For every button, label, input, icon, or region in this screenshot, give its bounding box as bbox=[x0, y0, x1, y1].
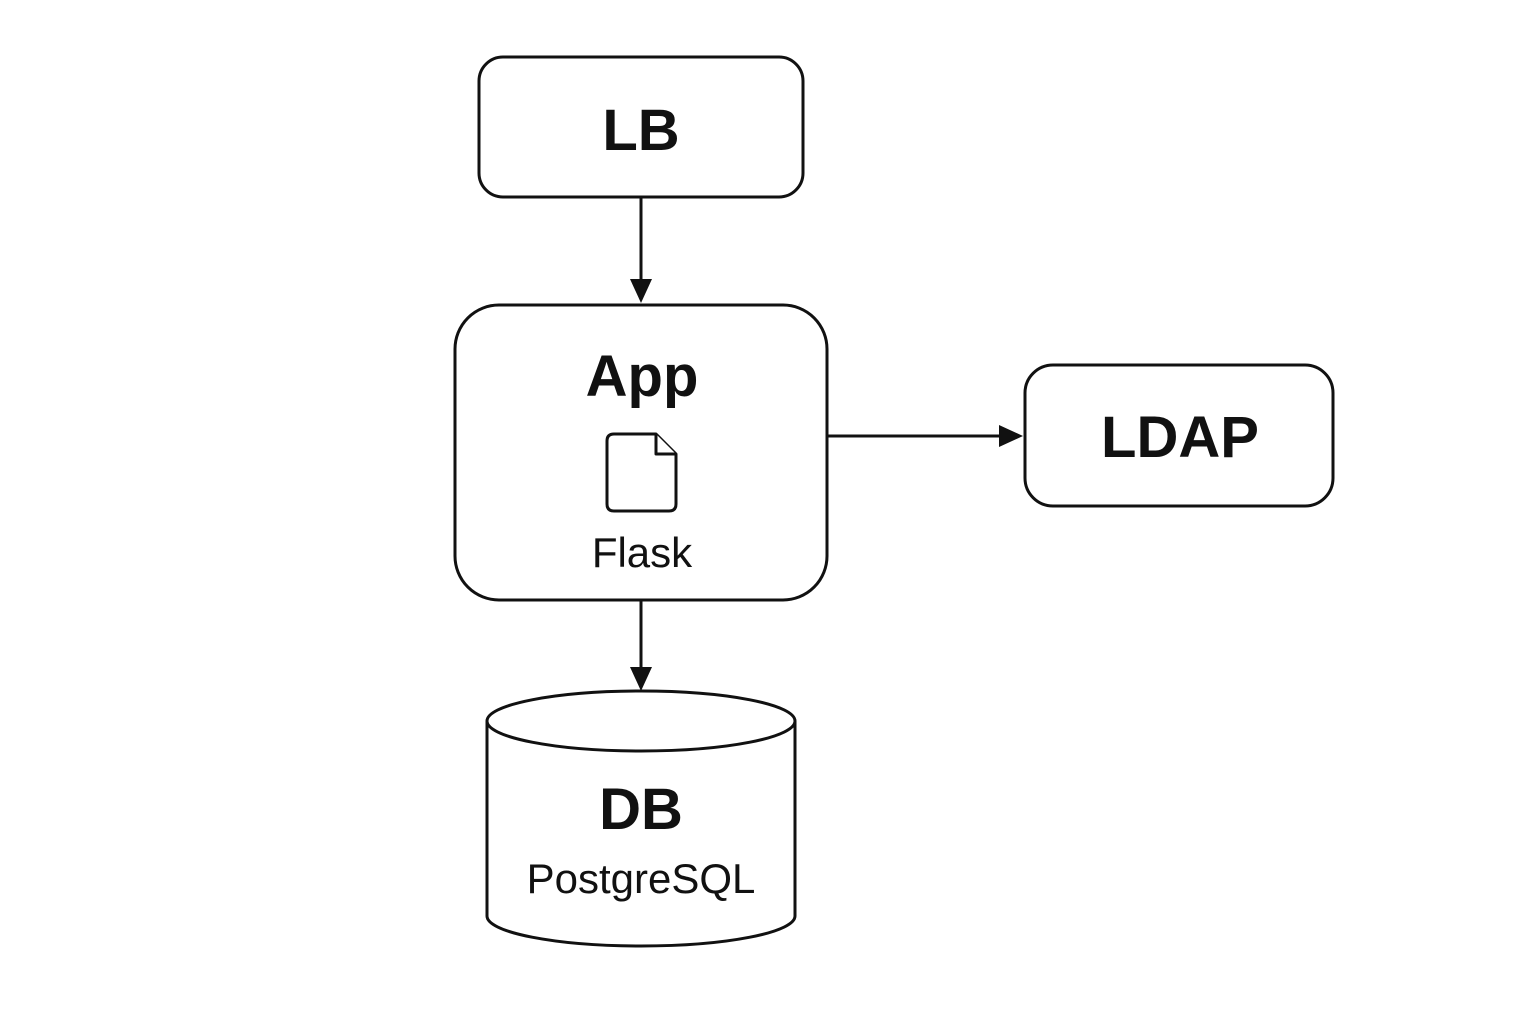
db-sublabel: PostgreSQL bbox=[527, 855, 756, 902]
node-app[interactable]: App Flask bbox=[453, 303, 829, 602]
file-icon bbox=[605, 432, 678, 513]
edge-app-to-ldap bbox=[828, 425, 1023, 447]
db-cylinder-top bbox=[485, 689, 797, 753]
node-ldap[interactable]: LDAP bbox=[1023, 363, 1335, 508]
edge-lb-to-app bbox=[630, 198, 652, 303]
ldap-label: LDAP bbox=[1101, 405, 1259, 470]
app-label: App bbox=[586, 344, 699, 409]
edge-app-to-db bbox=[630, 601, 652, 691]
node-lb[interactable]: LB bbox=[477, 55, 805, 199]
db-label: DB bbox=[599, 777, 683, 842]
app-sublabel: Flask bbox=[592, 529, 693, 576]
ldap-box bbox=[1023, 363, 1335, 508]
lb-box bbox=[477, 55, 805, 199]
db-cylinder bbox=[485, 721, 797, 948]
node-db[interactable]: DB PostgreSQL bbox=[485, 689, 797, 948]
lb-label: LB bbox=[602, 98, 679, 163]
